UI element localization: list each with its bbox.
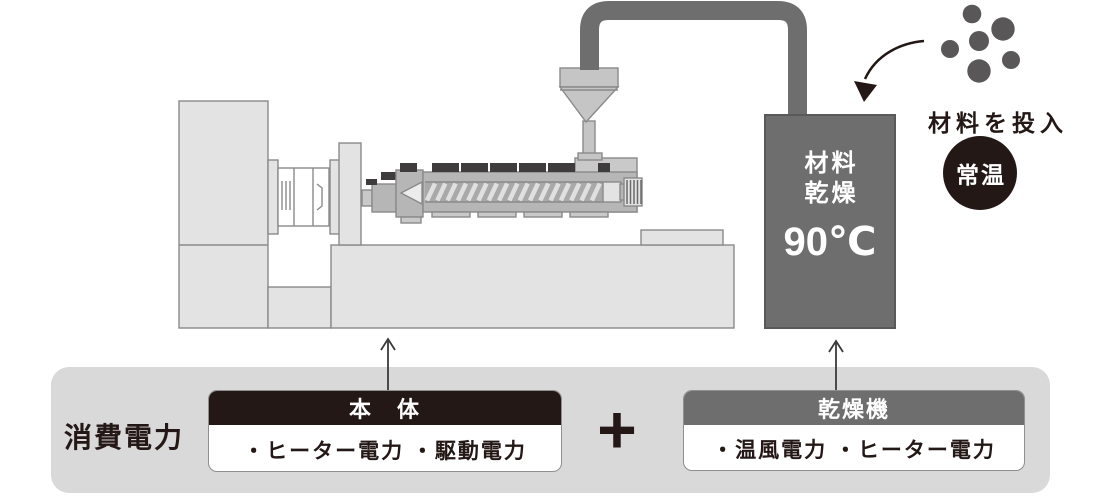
dryer-label: 材料 乾燥 90℃ — [765, 115, 895, 328]
dryer-unit-box: 乾燥機 ・温風電力 ・ヒーター電力 — [683, 390, 1025, 471]
heater-bands — [400, 163, 610, 172]
hopper — [558, 67, 620, 161]
injection-molding-machine — [178, 67, 735, 329]
room-temperature-text: 常温 — [956, 162, 1006, 188]
dryer-unit-items: ・温風電力 ・ヒーター電力 — [712, 439, 996, 462]
plus-sign: + — [597, 392, 637, 468]
power-consumption-title: 消費電力 — [64, 422, 185, 453]
main-unit-header: 本 体 — [209, 391, 561, 428]
pellets-icon — [941, 4, 1020, 83]
material-drop-arrow-icon — [854, 39, 925, 102]
feed-pipe — [580, 1, 807, 116]
dryer-temperature: 90℃ — [783, 220, 877, 264]
dryer-unit-header: 乾燥機 — [684, 391, 1024, 428]
room-temperature-badge: 常温 — [943, 136, 1017, 210]
main-unit-box: 本 体 ・ヒーター電力 ・駆動電力 — [208, 390, 562, 472]
screw-icon — [424, 182, 602, 202]
material-input-label: 材料を投入 — [928, 110, 1068, 136]
dryer-label-line1: 材料 — [804, 150, 859, 177]
main-unit-items: ・ヒーター電力 ・駆動電力 — [243, 439, 527, 463]
dryer-label-line2: 乾燥 — [804, 180, 859, 207]
